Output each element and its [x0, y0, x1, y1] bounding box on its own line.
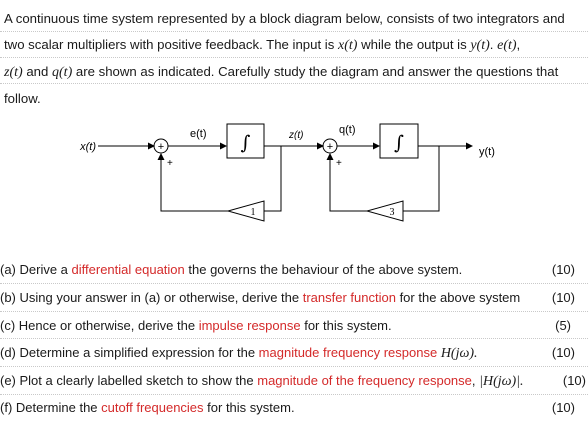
question-marks: (10) — [551, 400, 575, 415]
question-suffix: , — [471, 373, 480, 388]
intro-line-2: two scalar multipliers with positive fee… — [4, 32, 584, 59]
question-suffix: for this system. — [300, 318, 392, 333]
question-text: (f) Determine the cutoff frequencies for… — [0, 395, 295, 421]
math-y: y(t) — [470, 38, 490, 53]
y-label: y(t) — [479, 146, 495, 158]
sum-plus-sign: + — [158, 141, 164, 153]
intro-text: and — [22, 64, 53, 79]
math-q: q(t) — [52, 65, 73, 80]
gain-1-value: 1 — [251, 207, 256, 218]
ruled-line — [0, 283, 588, 284]
question-marks: (10) — [551, 290, 575, 305]
question-keyword: magnitude of the frequency response — [257, 373, 472, 388]
question-prefix: (c) Hence or otherwise, derive the — [0, 318, 199, 333]
question-keyword: cutoff frequencies — [101, 400, 204, 415]
question-math: H(jω). — [440, 346, 478, 361]
feedback-plus-sign: + — [167, 158, 173, 169]
x-label: x(t) — [79, 141, 96, 153]
q-label: q(t) — [339, 124, 356, 136]
integral-icon: ∫ — [241, 132, 251, 154]
question-keyword: transfer function — [302, 290, 396, 305]
intro-line-1: A continuous time system represented by … — [4, 6, 584, 32]
question-prefix: (a) Derive a — [0, 262, 72, 277]
question-text: (c) Hence or otherwise, derive the impul… — [0, 313, 392, 339]
ruled-line — [0, 311, 588, 312]
feedback-path-2-out — [403, 146, 440, 212]
question-keyword: impulse response — [198, 318, 301, 333]
ruled-line — [0, 57, 588, 58]
question-c: (c) Hence or otherwise, derive the impul… — [0, 313, 588, 339]
e-label: e(t) — [190, 128, 207, 140]
intro-text: . — [489, 37, 498, 52]
math-x: x(t) — [338, 38, 358, 53]
ruled-line — [0, 31, 588, 32]
question-b: (b) Using your answer in (a) or otherwis… — [0, 285, 588, 311]
gain-block-1 — [226, 200, 265, 222]
intro-line-4: follow. — [4, 86, 584, 112]
question-f: (f) Determine the cutoff frequencies for… — [0, 395, 588, 421]
question-keyword: differential equation — [71, 262, 185, 277]
question-a: (a) Derive a differential equation the g… — [0, 257, 588, 283]
intro-text: while the output is — [357, 37, 471, 52]
feedback-path-1-in — [157, 153, 228, 212]
question-suffix: for the above system — [395, 290, 521, 305]
sum-plus-sign: + — [327, 141, 333, 153]
intro-text: A continuous time system represented by … — [4, 11, 565, 26]
question-marks: (10) — [562, 373, 586, 388]
question-d: (d) Determine a simplified expression fo… — [0, 340, 588, 366]
integrator-block-2 — [379, 123, 419, 159]
question-text: (a) Derive a differential equation the g… — [0, 257, 462, 283]
question-marks: (10) — [551, 345, 575, 360]
question-text: (b) Using your answer in (a) or otherwis… — [0, 285, 520, 311]
ruled-line — [0, 83, 588, 84]
question-marks: (10) — [551, 262, 575, 277]
intro-text: follow. — [4, 91, 41, 106]
intro-line-3: z(t) and q(t) are shown as indicated. Ca… — [4, 59, 584, 86]
question-prefix: (e) Plot a clearly labelled sketch to sh… — [0, 373, 258, 388]
problem-statement: A continuous time system represented by … — [4, 6, 584, 112]
feedback-path-2-in — [326, 153, 367, 212]
question-math: |H(jω)|. — [479, 374, 524, 389]
block-diagram: x(t) e(t) z(t) q(t) y(t) ∫ ∫ + + + + 1 3 — [79, 123, 495, 222]
question-suffix: the governs the behaviour of the above s… — [184, 262, 463, 277]
gain-2-value: 3 — [390, 207, 395, 218]
question-text: (d) Determine a simplified expression fo… — [0, 340, 478, 367]
z-label: z(t) — [288, 130, 303, 141]
ruled-line — [0, 394, 588, 395]
intro-text: , — [516, 37, 521, 52]
question-marks: (5) — [555, 318, 571, 333]
ruled-line — [0, 366, 588, 367]
question-suffix: for this system. — [203, 400, 295, 415]
math-z: z(t) — [4, 65, 23, 80]
math-e: e(t) — [497, 38, 517, 53]
question-e: (e) Plot a clearly labelled sketch to sh… — [0, 368, 588, 394]
question-keyword: magnitude frequency response — [258, 345, 438, 360]
question-prefix: (b) Using your answer in (a) or otherwis… — [0, 290, 303, 305]
integrator-block-1 — [226, 123, 265, 159]
gain-block-2 — [365, 200, 404, 222]
intro-text: two scalar multipliers with positive fee… — [4, 37, 338, 52]
integral-icon: ∫ — [394, 132, 404, 154]
ruled-line — [0, 338, 588, 339]
feedback-path-1-out — [264, 146, 282, 212]
question-prefix: (d) Determine a simplified expression fo… — [0, 345, 259, 360]
question-text: (e) Plot a clearly labelled sketch to sh… — [0, 368, 524, 395]
intro-text: are shown as indicated. Carefully study … — [72, 64, 559, 79]
question-prefix: (f) Determine the — [0, 400, 102, 415]
feedback-plus-sign: + — [336, 158, 342, 169]
